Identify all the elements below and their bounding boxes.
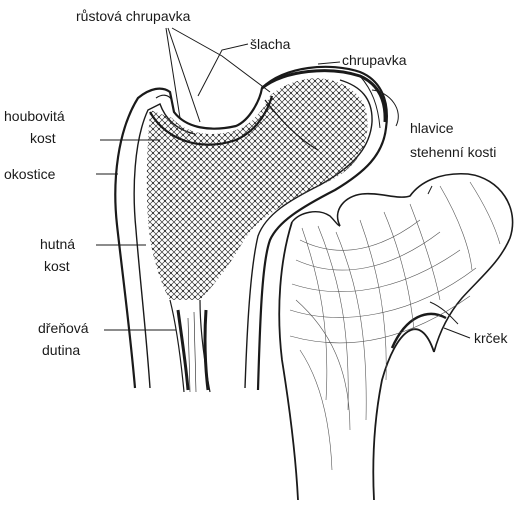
femoral-head-outline: [338, 174, 513, 352]
label-cartilage: chrupavka: [342, 52, 407, 69]
label-compact-bone-line1: hutná: [40, 236, 75, 253]
label-compact-bone-line2: kost: [44, 258, 70, 275]
shaft-medial-edge: [373, 329, 434, 500]
label-femoral-head-line2: stehenní kosti: [410, 144, 496, 161]
label-spongy-bone-line1: houbovitá: [4, 108, 65, 125]
label-femoral-head-line1: hlavice: [410, 120, 454, 137]
label-periosteum: okostice: [4, 166, 55, 183]
label-growth-cartilage: růstová chrupavka: [76, 8, 190, 25]
label-neck: krček: [474, 330, 507, 347]
spongy-bone-region: [147, 78, 368, 300]
label-spongy-bone-line2: kost: [30, 130, 56, 147]
label-tendon: šlacha: [250, 36, 290, 53]
label-marrow-cavity-line2: dutina: [42, 342, 80, 359]
shaft-lateral-edge: [279, 222, 298, 500]
label-marrow-cavity-line1: dřeňová: [38, 320, 89, 337]
